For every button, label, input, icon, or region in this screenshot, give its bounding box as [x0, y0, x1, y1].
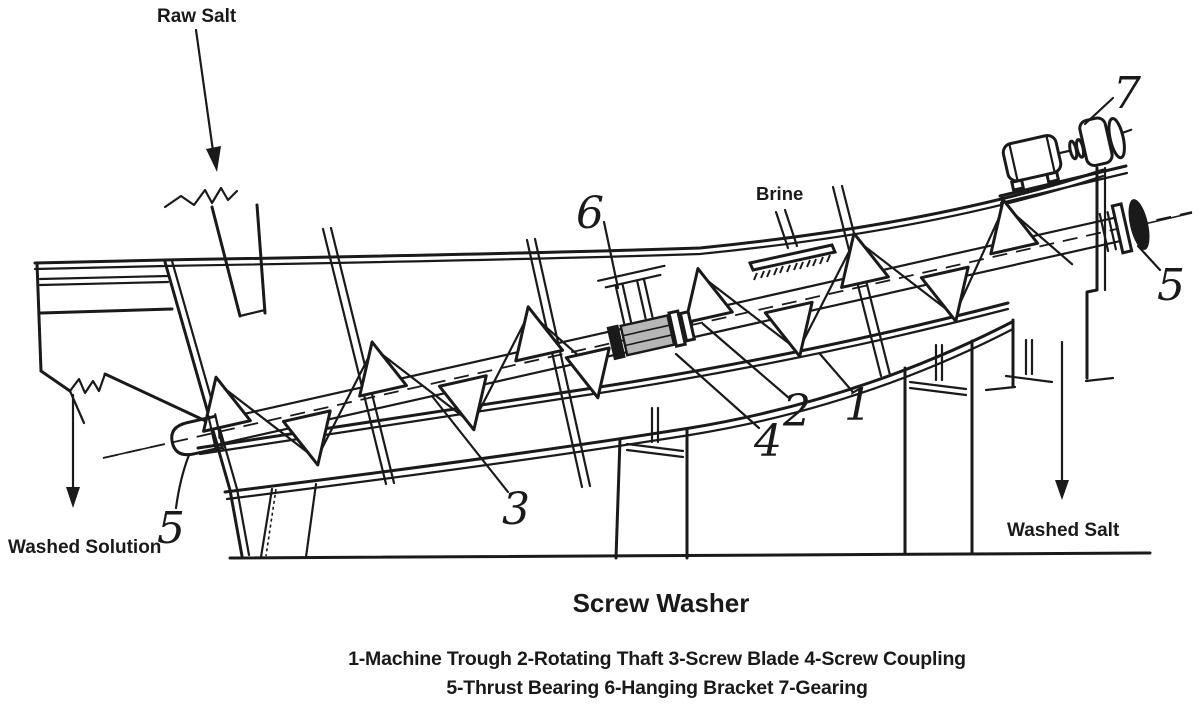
- feed-chute: [163, 186, 267, 318]
- leader-4: [674, 352, 761, 430]
- support-pier-right: [903, 339, 974, 555]
- leader-6: [602, 220, 620, 290]
- thrust-bearing-right: [1098, 199, 1150, 255]
- part-number-3: 3: [502, 484, 530, 535]
- screw-blade: [437, 374, 488, 432]
- screw-blades: [202, 198, 1074, 467]
- screw-blade: [989, 198, 1040, 256]
- chute-break-zigzag: [163, 186, 239, 209]
- screw-blade: [358, 340, 408, 398]
- part-number-6: 6: [576, 188, 604, 239]
- part-number-5-right: 5: [1157, 260, 1185, 311]
- part-number-1: 1: [844, 380, 872, 431]
- leader-2: [701, 322, 791, 400]
- thrust-bearing-left: [170, 413, 225, 457]
- screw-blade: [683, 267, 734, 325]
- trough-end-wall-left: [163, 259, 251, 558]
- washed-salt-label: Washed Salt: [1007, 520, 1120, 541]
- screw-blade: [919, 265, 970, 323]
- discharge-chute: [984, 318, 1115, 392]
- machine-trough: [33, 164, 1129, 558]
- washed-solution-arrow: [66, 393, 80, 508]
- leader-1: [818, 352, 854, 393]
- brine-label: Brine: [756, 183, 803, 204]
- raw-salt-arrow: [194, 28, 221, 172]
- screw-blade: [840, 231, 890, 289]
- screw-blade: [514, 305, 565, 363]
- raw-salt-label: Raw Salt: [157, 6, 237, 27]
- hanger-rod: [321, 226, 396, 486]
- hanger-rod: [525, 237, 592, 489]
- part-number-2: 2: [782, 386, 811, 437]
- support-structure: [228, 339, 1152, 560]
- screw-blade: [763, 300, 814, 358]
- leader-5-left: [174, 453, 191, 510]
- part-number-4: 4: [753, 416, 782, 467]
- gearing-platform: [998, 164, 1128, 198]
- trough-end-wall-right: [998, 164, 1129, 380]
- spout-break-zigzag: [68, 372, 107, 395]
- screw-coupling: [606, 309, 697, 361]
- support-leg-left: [259, 482, 318, 559]
- caption-line-2: 5-Thrust Bearing 6-Hanging Bracket 7-Gea…: [446, 677, 867, 699]
- part-number-7: 7: [1113, 68, 1141, 119]
- leader-5-right: [1136, 244, 1162, 272]
- gear-wheel: [1107, 117, 1126, 160]
- figure-title: Screw Washer: [573, 588, 750, 618]
- motor-foot: [1010, 178, 1026, 192]
- overflow-box: [35, 261, 212, 425]
- support-pier-middle: [614, 406, 689, 560]
- hanger-rods: [321, 184, 892, 489]
- screw-blade: [564, 346, 611, 400]
- motor-foot: [1045, 170, 1061, 184]
- hanging-bracket: [597, 264, 666, 325]
- pier-hanger: [908, 343, 968, 397]
- leader-3: [430, 394, 510, 494]
- caption-line-1: 1-Machine Trough 2-Rotating Thaft 3-Scre…: [348, 648, 966, 670]
- brine-sprinkler: [747, 208, 838, 281]
- washed-salt-arrow: [1055, 340, 1069, 500]
- sprinkler-ticks: [753, 254, 831, 281]
- brine-pipe: [774, 208, 799, 250]
- chute-hanger: [1004, 338, 1054, 384]
- bearing-disc: [1128, 199, 1150, 250]
- pier-hanger: [625, 406, 685, 459]
- part-number-5-left: 5: [157, 503, 185, 554]
- washed-solution-label: Washed Solution: [8, 537, 161, 558]
- screw-assembly: [170, 198, 1150, 467]
- gearing-assembly: [1001, 116, 1133, 192]
- leader-7: [1083, 96, 1115, 126]
- leader-lines: [174, 96, 1162, 510]
- ground-line: [228, 551, 1152, 560]
- screw-blade: [281, 409, 332, 467]
- sprinkler-bar: [747, 243, 838, 272]
